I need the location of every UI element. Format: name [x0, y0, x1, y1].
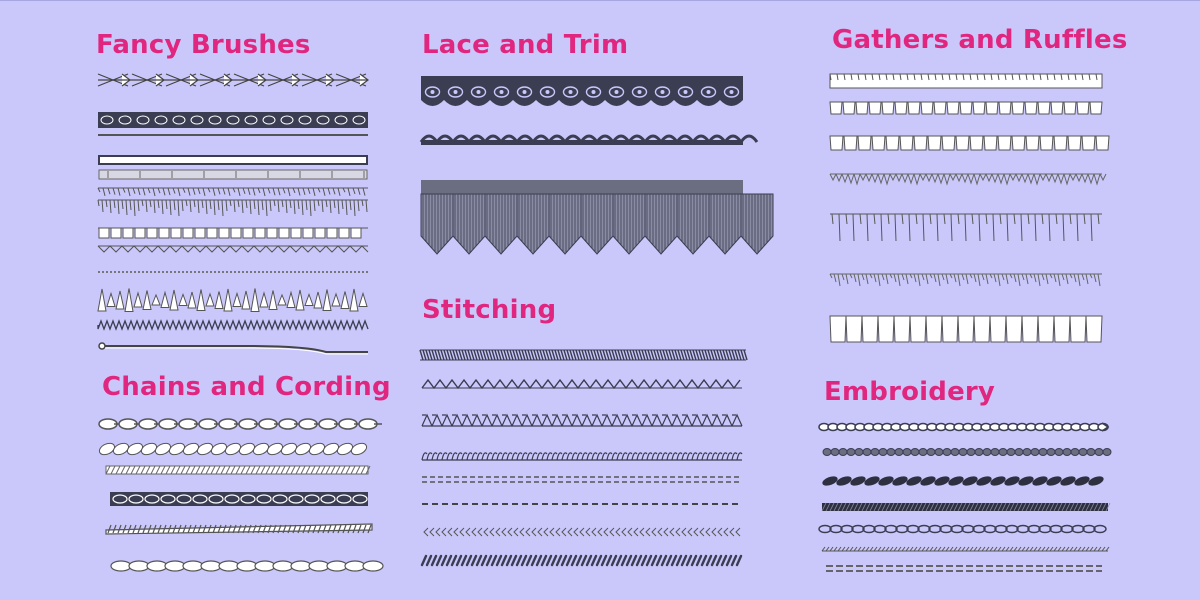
stitch-chevron [423, 527, 741, 537]
fancy-brush-dotted-rule [98, 271, 368, 273]
top-edge [0, 0, 1200, 1]
ruffle-frayed [829, 273, 1102, 287]
stitch-dashed-double [422, 476, 742, 483]
chain-links [98, 418, 382, 430]
fancy-brush-fringe-rows [97, 187, 369, 253]
section-title-stitching: Stitching [422, 295, 557, 325]
oval-chain [110, 560, 384, 572]
lace-band [421, 76, 743, 106]
embroidery-chain-stitch [818, 422, 1110, 432]
section-title-lace-and-trim: Lace and Trim [422, 30, 629, 60]
embroidery-satin-diagonal [821, 502, 1111, 512]
stitch-blanket [421, 452, 743, 461]
embroidery-open-chain [818, 524, 1107, 534]
embroidery-lazy-daisy [822, 476, 1104, 486]
section-title-gathers-and-ruffles: Gathers and Ruffles [832, 25, 1128, 55]
stitch-satin [419, 349, 748, 361]
scalloped-trim [419, 134, 759, 145]
stitch-stem [420, 554, 743, 567]
braided-cord [98, 442, 368, 456]
fancy-brush-arrow-braid [97, 73, 369, 87]
fancy-brush-zigzag-cord [97, 319, 369, 331]
ruffle-gathered [829, 173, 1107, 186]
fancy-brush-feather [97, 288, 368, 312]
embroidery-fern [821, 546, 1110, 552]
fancy-brush-needle-thread [98, 342, 368, 355]
embroidery-double-dash [826, 565, 1102, 572]
ruffle-pleated-1 [829, 101, 1103, 115]
rope-cord [105, 465, 371, 475]
stitch-zigzag [421, 378, 742, 390]
stitch-triangle [421, 413, 743, 427]
twisted-cord [105, 523, 373, 535]
section-title-chains-and-cording: Chains and Cording [102, 372, 391, 402]
ruffle-pleated-2 [829, 135, 1110, 151]
embroidery-bead-row [822, 448, 1112, 456]
section-title-embroidery: Embroidery [824, 377, 996, 407]
section-title-fancy-brushes: Fancy Brushes [96, 30, 311, 60]
dark-chain-band [110, 492, 368, 506]
ruffle-drape [830, 213, 1102, 242]
fancy-brush-dark-lace-band [98, 112, 368, 136]
fringe-trim [420, 180, 774, 255]
fancy-brush-double-rule [98, 155, 368, 180]
ruffle-box-pleats [829, 315, 1103, 343]
ruffle-narrow [829, 73, 1103, 89]
stitch-running [422, 503, 742, 505]
